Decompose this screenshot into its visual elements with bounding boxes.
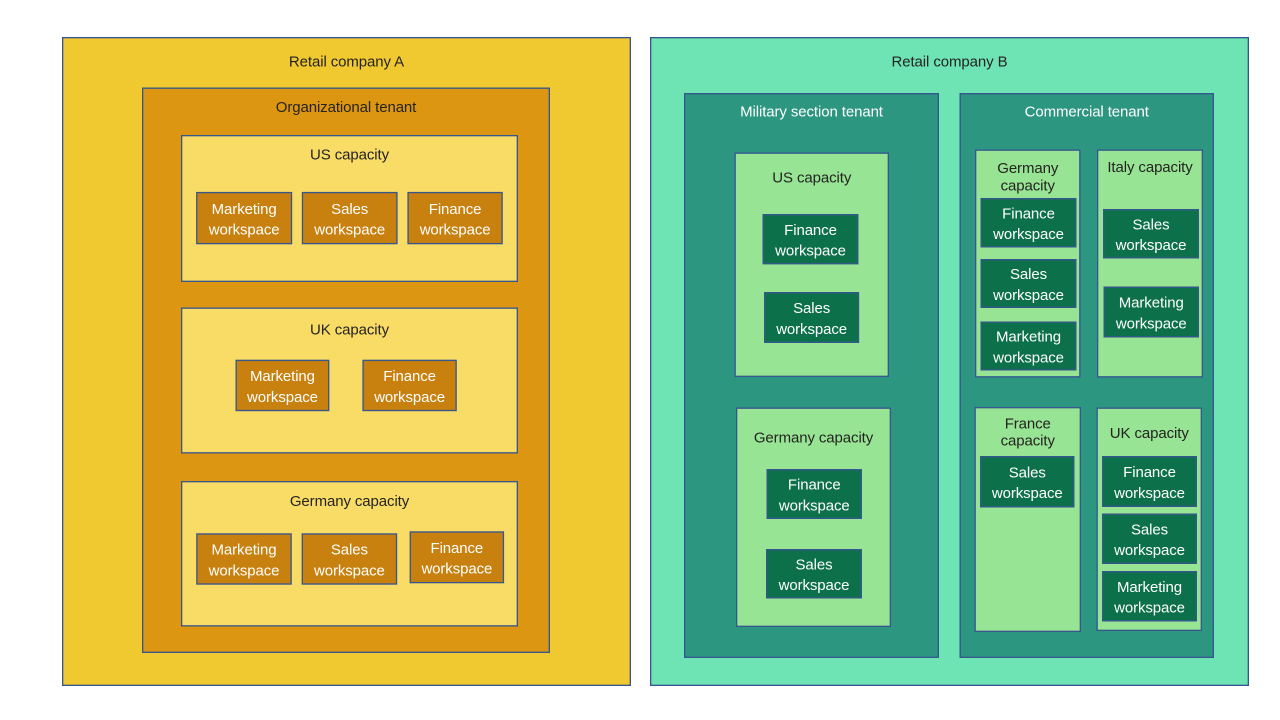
svg-text:Finance: Finance xyxy=(1002,205,1055,222)
svg-text:workspace: workspace xyxy=(991,485,1063,502)
svg-text:workspace: workspace xyxy=(775,321,847,338)
svg-text:workspace: workspace xyxy=(373,389,445,406)
svg-text:Marketing: Marketing xyxy=(1119,295,1184,312)
svg-text:Finance: Finance xyxy=(429,201,482,218)
svg-text:workspace: workspace xyxy=(1115,315,1187,332)
svg-text:Marketing: Marketing xyxy=(212,542,277,559)
svg-text:workspace: workspace xyxy=(992,349,1064,366)
svg-text:Marketing: Marketing xyxy=(250,368,315,385)
svg-text:Italy capacity: Italy capacity xyxy=(1107,159,1193,176)
svg-text:workspace: workspace xyxy=(778,577,850,594)
svg-text:Retail company A: Retail company A xyxy=(289,54,404,71)
svg-text:Marketing: Marketing xyxy=(212,201,277,218)
svg-text:Sales: Sales xyxy=(1009,464,1046,481)
svg-text:workspace: workspace xyxy=(1113,485,1185,502)
svg-text:workspace: workspace xyxy=(1113,600,1185,617)
svg-text:Finance: Finance xyxy=(1123,464,1176,481)
svg-text:UK capacity: UK capacity xyxy=(1110,425,1190,442)
svg-text:Military section tenant: Military section tenant xyxy=(740,104,884,121)
svg-text:workspace: workspace xyxy=(1113,542,1185,559)
svg-text:workspace: workspace xyxy=(313,562,385,579)
svg-text:workspace: workspace xyxy=(1115,237,1187,254)
svg-text:workspace: workspace xyxy=(419,221,491,238)
svg-text:workspace: workspace xyxy=(992,287,1064,304)
svg-text:Sales: Sales xyxy=(795,556,832,573)
svg-text:Organizational tenant: Organizational tenant xyxy=(276,99,417,116)
svg-text:capacity: capacity xyxy=(1001,177,1056,194)
svg-text:workspace: workspace xyxy=(774,243,846,260)
svg-text:Finance: Finance xyxy=(788,477,841,494)
svg-text:Finance: Finance xyxy=(784,222,837,239)
svg-text:Marketing: Marketing xyxy=(996,329,1061,346)
svg-text:Sales: Sales xyxy=(1010,266,1047,283)
svg-text:workspace: workspace xyxy=(313,221,385,238)
svg-text:workspace: workspace xyxy=(246,389,318,406)
svg-text:Finance: Finance xyxy=(431,540,484,557)
svg-text:UK capacity: UK capacity xyxy=(310,321,390,338)
svg-text:Germany capacity: Germany capacity xyxy=(754,430,874,447)
svg-text:workspace: workspace xyxy=(420,561,492,578)
svg-text:Germany: Germany xyxy=(997,160,1059,177)
svg-text:Sales: Sales xyxy=(331,542,368,559)
svg-text:Sales: Sales xyxy=(1131,521,1168,538)
svg-text:Sales: Sales xyxy=(331,201,368,218)
svg-text:Marketing: Marketing xyxy=(1117,579,1182,596)
svg-text:workspace: workspace xyxy=(208,562,280,579)
svg-text:US capacity: US capacity xyxy=(772,170,852,187)
svg-text:workspace: workspace xyxy=(992,226,1064,243)
svg-text:Finance: Finance xyxy=(383,368,436,385)
svg-text:Retail company B: Retail company B xyxy=(892,54,1008,71)
svg-text:workspace: workspace xyxy=(778,497,850,514)
svg-text:Sales: Sales xyxy=(793,300,830,317)
svg-text:capacity: capacity xyxy=(1001,433,1056,450)
svg-text:Germany capacity: Germany capacity xyxy=(290,493,410,510)
svg-text:US capacity: US capacity xyxy=(310,147,390,164)
svg-text:France: France xyxy=(1005,415,1051,432)
svg-text:workspace: workspace xyxy=(208,221,280,238)
svg-text:Sales: Sales xyxy=(1132,216,1169,233)
svg-text:Commercial tenant: Commercial tenant xyxy=(1025,104,1150,121)
